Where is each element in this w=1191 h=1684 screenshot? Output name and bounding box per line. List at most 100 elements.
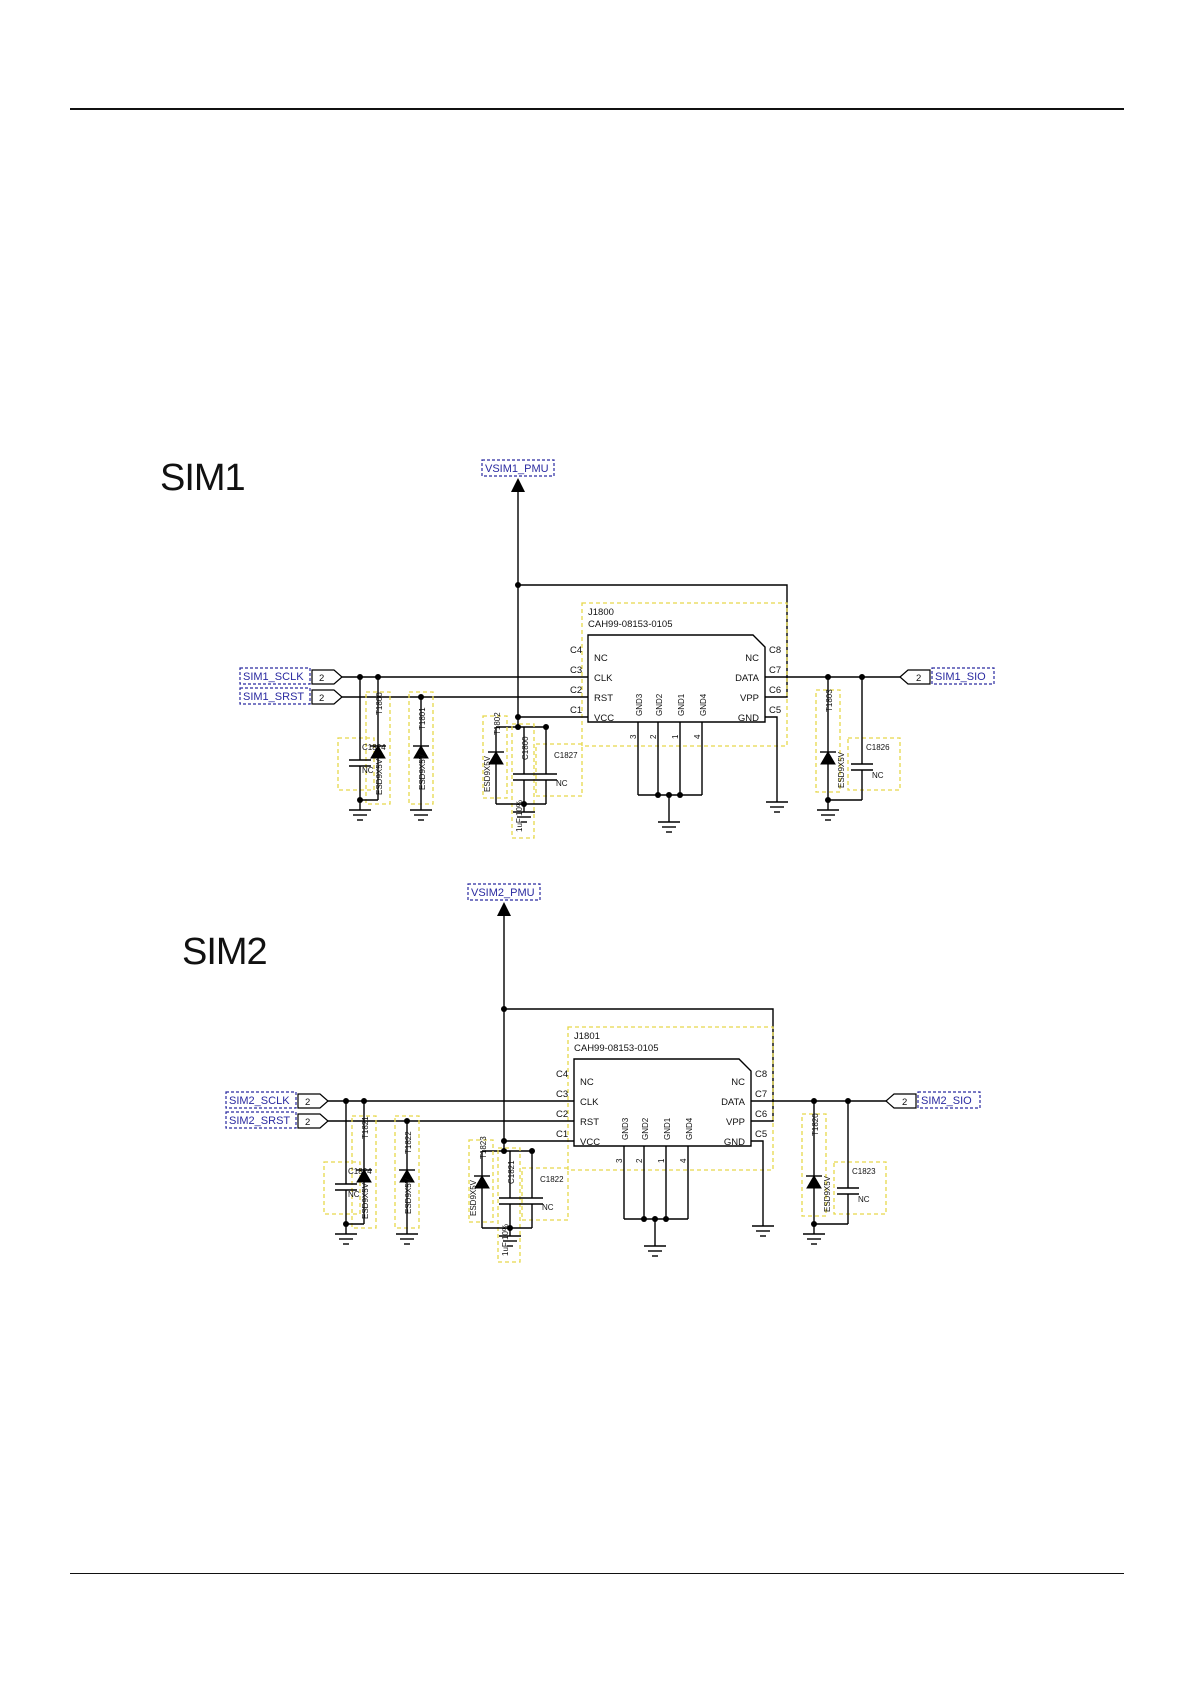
- tvs-c-ref: T1802: [493, 712, 502, 735]
- connector-outline: [567, 1026, 774, 1171]
- pin-number-2: 2: [649, 734, 658, 739]
- cap-left-ref: C1824: [348, 1167, 372, 1176]
- cap-vcc2-outline: [521, 1167, 569, 1221]
- capacitor-icon: [521, 1197, 543, 1205]
- tvs-r-ref: T1820: [811, 1113, 820, 1136]
- off-sheet-flag-icon: [311, 669, 343, 685]
- pin-name-gnd1: GND1: [663, 1117, 672, 1140]
- net-label-box: [481, 459, 555, 477]
- pin-number-3: 3: [615, 1158, 624, 1163]
- pin-name-clk: CLK: [580, 1097, 599, 1108]
- pin-name-vpp: VPP: [726, 1117, 745, 1128]
- connector-body: [573, 1058, 752, 1147]
- section-sim2: SIM2VSIM2_PMUJ1801CAH99-08153-0105C4NCC3…: [182, 883, 981, 1263]
- cap-r-ref: C1826: [866, 743, 890, 752]
- pin-name-rst: RST: [594, 693, 613, 704]
- pin-name-nc: NC: [580, 1077, 594, 1088]
- pin-number-c5: C5: [755, 1129, 767, 1140]
- pin-number-4: 4: [693, 734, 702, 739]
- net-label-text: SIM2_SIO: [921, 1095, 972, 1107]
- tvs-a-value: ESD9X5V: [375, 758, 384, 795]
- cap-left-value: NC: [348, 1190, 360, 1199]
- cap-left-value: NC: [362, 766, 374, 775]
- ground-symbol-icon: [817, 809, 839, 821]
- ground-symbol-icon: [644, 1245, 666, 1257]
- net-label-text: SIM1_SCLK: [243, 671, 304, 683]
- tvs-r-value: ESD9X5V: [837, 751, 846, 788]
- cap-vcc2-ref: C1822: [540, 1175, 564, 1184]
- bottom-rule: [70, 1573, 1124, 1574]
- pin-number-c2: C2: [570, 685, 582, 696]
- junction-dot: [501, 1148, 507, 1154]
- off-sheet-flag-icon: [899, 669, 931, 685]
- pin-number-c8: C8: [769, 645, 781, 656]
- pin-name-data: DATA: [735, 673, 760, 684]
- pin-name-gnd2: GND2: [655, 693, 664, 716]
- pin-number-c1: C1: [570, 705, 582, 716]
- power-net-vsim2-pmu: VSIM2_PMU: [467, 883, 541, 916]
- cap-vcc-ref: C1821: [507, 1160, 516, 1184]
- cap-vcc2-value: NC: [556, 779, 568, 788]
- tvs-a-value: ESD9X5V: [361, 1182, 370, 1219]
- ground-symbol-icon: [766, 801, 788, 813]
- ground-symbol-icon: [335, 1233, 357, 1245]
- vpp-strap: [504, 1008, 774, 1122]
- pin-number-c4: C4: [570, 645, 582, 656]
- section-title: SIM1: [160, 457, 245, 499]
- cap-vcc2-value: NC: [542, 1203, 554, 1212]
- diode-triangle: [806, 1175, 822, 1189]
- pin-name-gnd3: GND3: [635, 693, 644, 716]
- pin-number-c6: C6: [769, 685, 781, 696]
- tvs-a-ref: T1821: [361, 1116, 370, 1139]
- pin-number-c6: C6: [755, 1109, 767, 1120]
- pin-name-rst: RST: [580, 1117, 599, 1128]
- power-arrow-icon: [511, 478, 525, 492]
- ground-symbol-icon: [803, 1233, 825, 1245]
- cap-left-outline: [323, 1161, 361, 1215]
- pin-name-data: DATA: [721, 1097, 746, 1108]
- net-label-text: SIM1_SRST: [243, 691, 304, 703]
- gnd-c5-wire: [765, 716, 778, 802]
- ground-symbol-icon: [499, 1235, 521, 1247]
- pin-name-vcc: VCC: [580, 1137, 600, 1148]
- pin-number-1: 1: [671, 734, 680, 739]
- cap-left-ref: C1824: [362, 743, 386, 752]
- net-label-text: VSIM1_PMU: [485, 463, 549, 475]
- pin-number-1: 1: [657, 1158, 666, 1163]
- pin-name-gnd: GND: [724, 1137, 745, 1148]
- vpp-strap: [518, 584, 788, 698]
- tvs-b-ref: T1801: [418, 707, 427, 730]
- power-arrow-icon: [497, 902, 511, 916]
- ground-symbol-icon: [396, 1233, 418, 1245]
- capacitor-icon: [837, 1187, 859, 1195]
- pin-number-c2: C2: [556, 1109, 568, 1120]
- junction-dot: [641, 1216, 647, 1222]
- off-sheet-number: 2: [305, 1097, 310, 1108]
- tvs-b-value: ESD9X5V: [418, 753, 427, 790]
- pin-number-4: 4: [679, 1158, 688, 1163]
- cap-r-outline: [847, 737, 901, 791]
- net-label-text: VSIM2_PMU: [471, 887, 535, 899]
- top-rule: [70, 108, 1124, 110]
- pin-name-gnd: GND: [738, 713, 759, 724]
- pin-name-gnd4: GND4: [699, 693, 708, 716]
- tvs-r-value: ESD9X5V: [823, 1175, 832, 1212]
- junction-dot: [663, 1216, 669, 1222]
- ground-symbol-icon: [349, 809, 371, 821]
- cap-r-ref: C1823: [852, 1167, 876, 1176]
- pin-number-c4: C4: [556, 1069, 568, 1080]
- net-label-box: [225, 1091, 297, 1109]
- section-title: SIM2: [182, 931, 267, 973]
- pin-number-c7: C7: [769, 665, 781, 676]
- cap-r-value: NC: [858, 1195, 870, 1204]
- connector-part: CAH99-08153-0105: [574, 1043, 659, 1054]
- tvs-a-outline: [365, 691, 391, 805]
- ground-symbol-icon: [410, 809, 432, 821]
- cap-vcc-value: 1uF 10%: [501, 1224, 510, 1256]
